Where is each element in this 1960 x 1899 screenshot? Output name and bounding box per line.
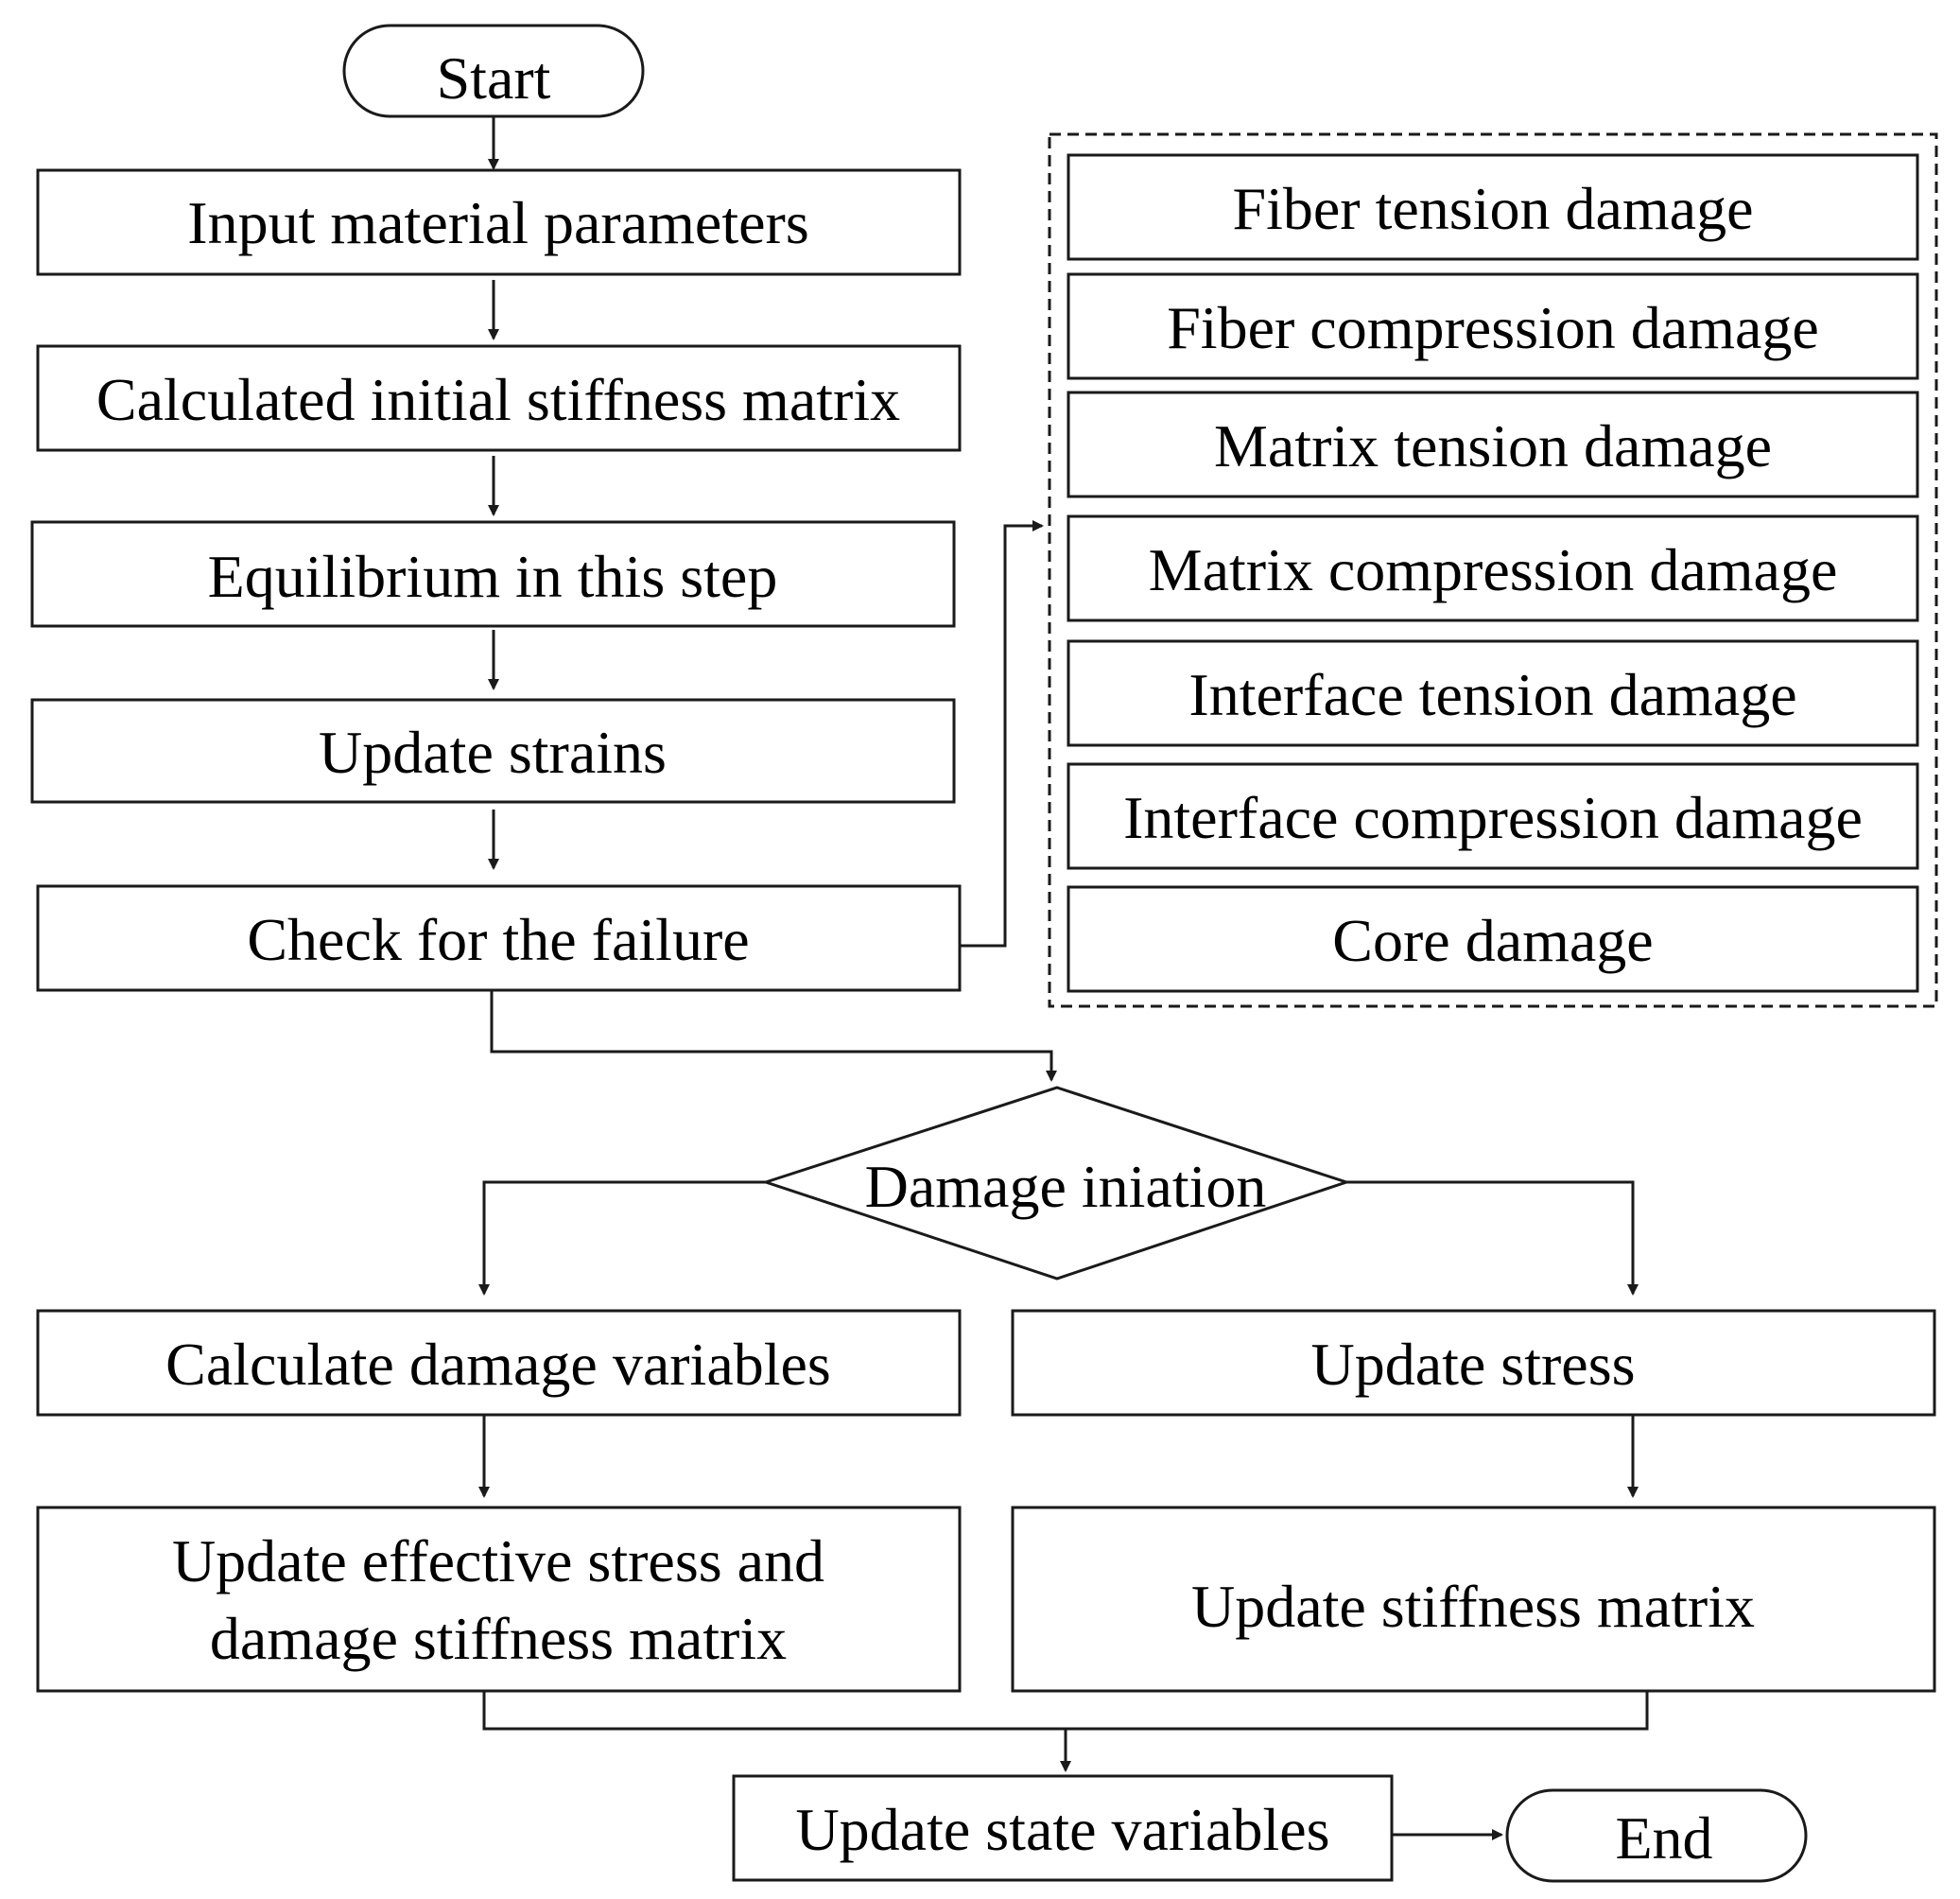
failure-mode-fiber-compression: Fiber compression damage: [1067, 272, 1919, 380]
step-label: Update stress: [1310, 1331, 1635, 1398]
start-label: Start: [437, 44, 551, 112]
failure-mode-label: Interface tension damage: [1188, 661, 1796, 728]
failure-mode-label: Fiber tension damage: [1233, 175, 1754, 242]
step-label: Update state variables: [795, 1796, 1329, 1863]
step-update-state-variables: Update state variables: [732, 1774, 1394, 1882]
failure-mode-core: Core damage: [1067, 885, 1919, 993]
step-update-stiffness-matrix: Update stiffness matrix: [1011, 1506, 1936, 1693]
failure-mode-interface-tension: Interface tension damage: [1067, 639, 1919, 747]
failure-modes-group: [1048, 132, 1938, 1008]
failure-mode-matrix-compression: Matrix compression damage: [1067, 514, 1919, 622]
step-label: Equilibrium in this step: [208, 543, 778, 610]
step-label: Update strains: [319, 719, 667, 786]
step-label-line-2: damage stiffness matrix: [210, 1605, 787, 1672]
decision-label: Damage iniation: [865, 1153, 1267, 1220]
step-label-line-1: Update effective stress and: [172, 1527, 824, 1594]
start-terminal: Start: [342, 24, 645, 118]
arrow-decision-to-calculate: [478, 1180, 766, 1296]
step-update-effective-stress: Update effective stress and damage stiff…: [36, 1506, 962, 1693]
failure-mode-matrix-tension: Matrix tension damage: [1067, 391, 1919, 498]
arrow-decision-to-update-stress: [1346, 1180, 1639, 1296]
merge-connector: [482, 1691, 1649, 1731]
step-equilibrium: Equilibrium in this step: [30, 520, 956, 628]
failure-mode-interface-compression: Interface compression damage: [1067, 762, 1919, 870]
step-label: Calculated initial stiffness matrix: [96, 366, 900, 433]
failure-mode-label: Matrix compression damage: [1149, 536, 1838, 603]
arrow-check-to-failure-modes: [960, 520, 1044, 948]
step-label: Update stiffness matrix: [1191, 1573, 1755, 1640]
step-label: Calculate damage variables: [165, 1331, 831, 1398]
step-label: Check for the failure: [247, 906, 749, 973]
end-terminal: End: [1505, 1788, 1808, 1883]
step-input-material-parameters: Input material parameters: [36, 168, 962, 276]
step-initial-stiffness-matrix: Calculated initial stiffness matrix: [36, 344, 962, 452]
failure-mode-label: Core damage: [1332, 907, 1653, 974]
failure-mode-label: Interface compression damage: [1123, 784, 1863, 851]
failure-mode-fiber-tension: Fiber tension damage: [1067, 153, 1919, 261]
arrow-check-to-decision: [490, 990, 1057, 1082]
step-update-strains: Update strains: [30, 698, 956, 804]
step-update-stress: Update stress: [1011, 1309, 1936, 1417]
decision-damage-initiation: Damage iniation: [761, 1086, 1351, 1281]
step-calculate-damage-variables: Calculate damage variables: [36, 1309, 962, 1417]
failure-mode-label: Matrix tension damage: [1214, 412, 1772, 479]
failure-mode-label: Fiber compression damage: [1167, 294, 1819, 361]
step-label: Input material parameters: [187, 189, 808, 256]
end-label: End: [1615, 1804, 1712, 1872]
step-check-failure: Check for the failure: [36, 884, 962, 992]
